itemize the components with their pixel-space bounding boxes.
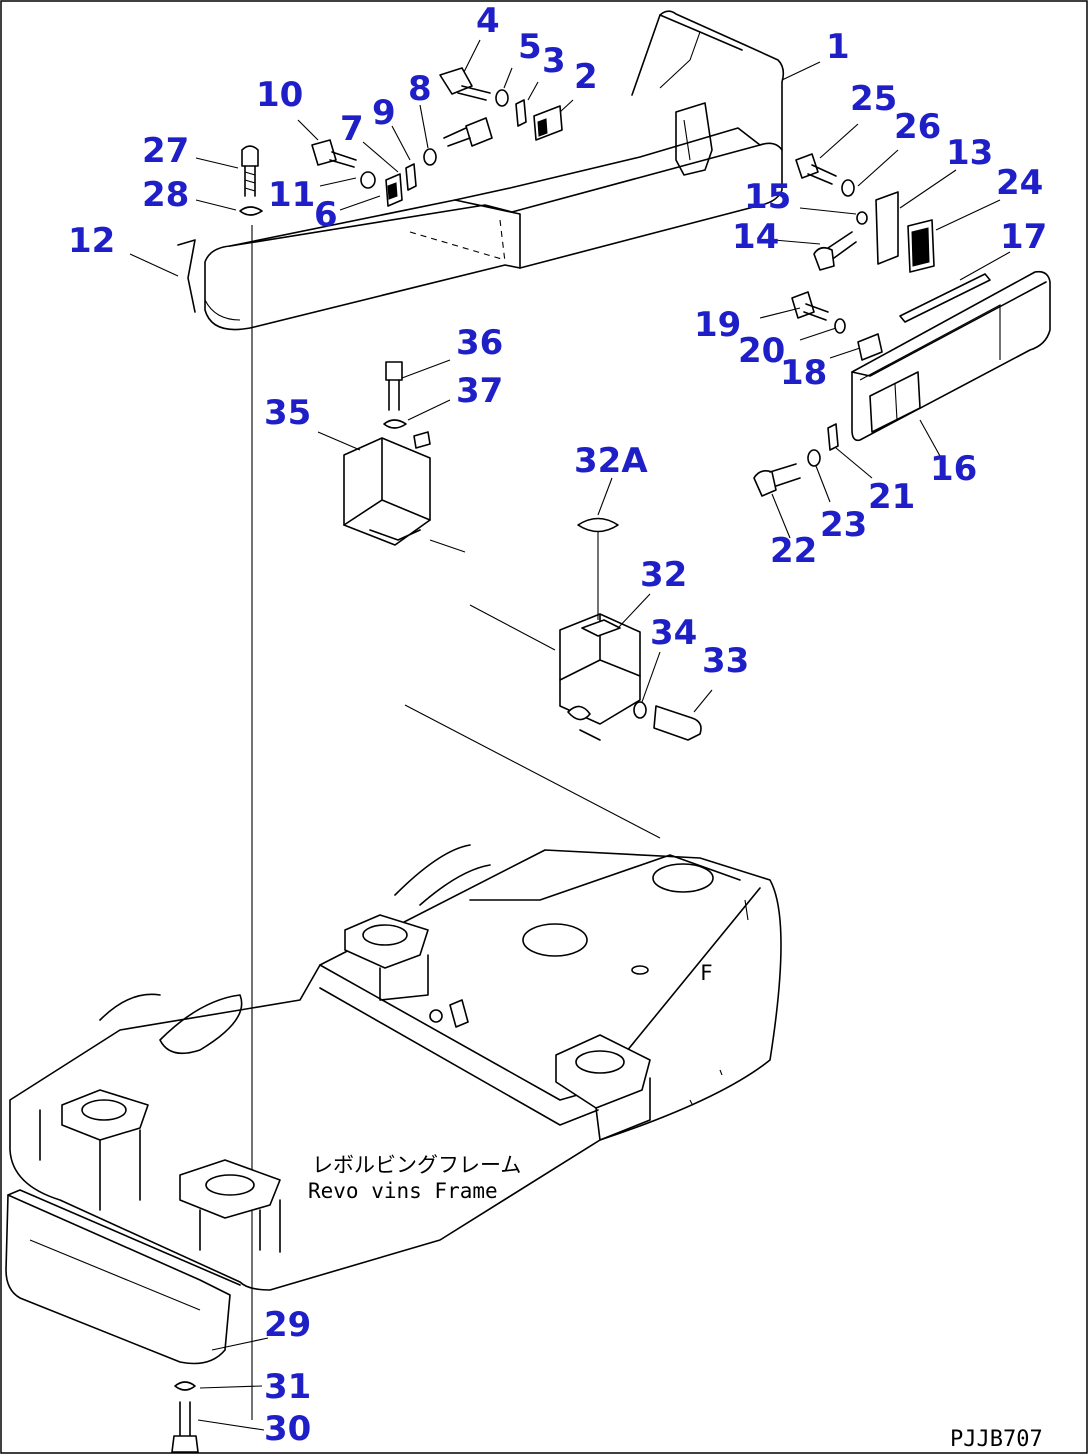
part-label-9: 9 — [372, 93, 396, 133]
part-label-34: 34 — [650, 613, 697, 653]
frame-label-jp: レボルビングフレーム — [312, 1153, 521, 1177]
part-label-17: 17 — [1000, 217, 1047, 257]
part-label-22: 22 — [770, 531, 817, 571]
frame-letter: F — [700, 961, 713, 985]
part-label-28: 28 — [142, 175, 189, 215]
part-label-4: 4 — [476, 1, 500, 41]
part-label-6: 6 — [314, 195, 338, 235]
bracket-hardware-group — [311, 67, 563, 207]
plate-13 — [875, 191, 899, 265]
part-label-33: 33 — [702, 641, 749, 681]
part-number-labels: 1 2 3 4 5 6 7 8 9 10 11 12 13 14 15 16 1… — [68, 1, 1047, 1449]
part-label-26: 26 — [894, 107, 941, 147]
part-label-36: 36 — [456, 323, 503, 363]
vertical-bolt-27 — [239, 145, 263, 216]
part-label-32a: 32A — [574, 441, 648, 481]
rear-cover-29 — [5, 1189, 241, 1365]
part-label-32: 32 — [640, 555, 687, 595]
part-label-2: 2 — [574, 57, 598, 97]
part-label-35: 35 — [264, 393, 311, 433]
part-label-10: 10 — [256, 75, 303, 115]
part-label-24: 24 — [996, 163, 1043, 203]
bracket-32 — [469, 517, 702, 741]
part-label-29: 29 — [264, 1305, 311, 1345]
part-label-25: 25 — [850, 79, 897, 119]
part-label-20: 20 — [738, 331, 785, 371]
part-label-23: 23 — [820, 505, 867, 545]
part-label-11: 11 — [268, 175, 315, 215]
side-cover-bolts — [753, 153, 883, 497]
revolving-frame — [9, 704, 782, 1291]
part-label-27: 27 — [142, 131, 189, 171]
part-label-8: 8 — [408, 69, 432, 109]
part-label-16: 16 — [930, 449, 977, 489]
part-label-5: 5 — [518, 27, 542, 67]
part-label-30: 30 — [264, 1409, 311, 1449]
bracket-35 — [343, 361, 466, 553]
part-label-21: 21 — [868, 477, 915, 517]
clip-12 — [177, 239, 196, 313]
part-label-37: 37 — [456, 371, 503, 411]
part-label-13: 13 — [946, 133, 993, 173]
plate-24-inner — [911, 227, 930, 267]
leader-lines — [129, 39, 1011, 1431]
part-label-19: 19 — [694, 305, 741, 345]
part-label-18: 18 — [780, 353, 827, 393]
part-label-1: 1 — [826, 27, 850, 67]
part-label-15: 15 — [744, 177, 791, 217]
side-cover-16 — [851, 270, 1051, 442]
frame-label-en: Revo vins Frame — [308, 1179, 498, 1203]
part-label-12: 12 — [68, 221, 115, 261]
part-label-7: 7 — [340, 109, 364, 149]
bottom-bolt-30 — [171, 1381, 199, 1453]
part-label-31: 31 — [264, 1367, 311, 1407]
top-cover-assembly — [204, 10, 785, 331]
drawing-code: PJJB707 — [950, 1427, 1043, 1452]
part-label-14: 14 — [732, 217, 779, 257]
part-label-3: 3 — [542, 41, 566, 81]
